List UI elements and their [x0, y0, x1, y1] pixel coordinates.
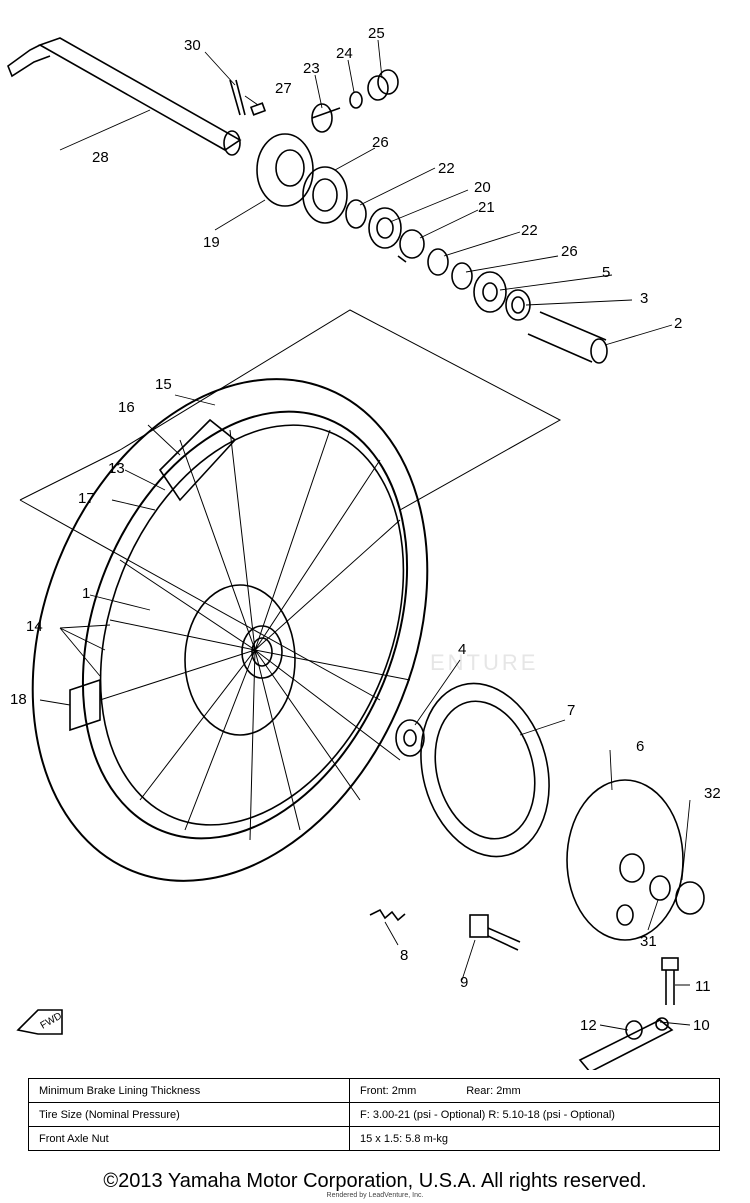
cotter-pin-part	[229, 79, 246, 116]
washer-30-part	[649, 875, 671, 901]
callout-2: 2	[674, 315, 683, 332]
oil-seal-part	[302, 166, 348, 224]
callout-22-top: 22	[438, 160, 455, 177]
nut-part	[675, 881, 705, 915]
callout-10: 10	[693, 1017, 710, 1034]
bushing-part	[367, 69, 399, 101]
spokes-part	[99, 429, 411, 841]
callout-21: 21	[478, 199, 495, 216]
lining-front: Front: 2mm	[360, 1084, 417, 1097]
callout-13: 13	[108, 460, 125, 477]
lining-rear: Rear: 2mm	[466, 1084, 521, 1097]
specifications-table: Minimum Brake Lining Thickness Front: 2m…	[28, 1078, 720, 1151]
bolt-part	[661, 957, 679, 1005]
lining-label: Minimum Brake Lining Thickness	[28, 1078, 350, 1103]
meter-housing-part	[256, 133, 314, 207]
bearing-5-part	[473, 271, 507, 313]
circlip-part	[451, 262, 473, 290]
callout-3: 3	[640, 290, 649, 307]
callout-12: 12	[580, 1017, 597, 1034]
bearing-4-part	[395, 719, 425, 757]
washer-part	[349, 91, 363, 109]
callout-23: 23	[303, 60, 320, 77]
callout-25: 25	[368, 25, 385, 42]
meter-gear-part	[311, 103, 341, 133]
callout-20: 20	[474, 179, 491, 196]
rim-part	[99, 424, 405, 826]
callout-24: 24	[336, 45, 353, 62]
table-row: Minimum Brake Lining Thickness Front: 2m…	[28, 1078, 720, 1103]
watermark: ENTURE	[430, 650, 539, 675]
brake-shoes-part	[420, 682, 550, 858]
front-wheel-exploded-diagram: FWD	[7, 37, 705, 1070]
tire-label: Tire Size (Nominal Pressure)	[28, 1102, 350, 1127]
axle-value: 15 x 1.5: 5.8 m-kg	[349, 1126, 720, 1151]
callout-7: 7	[567, 702, 576, 719]
callout-32: 30	[184, 37, 201, 54]
callout-11: 11	[695, 978, 711, 995]
callout-26: 26	[561, 243, 578, 260]
clip-part	[397, 229, 425, 263]
spacer-part	[527, 311, 608, 364]
bearing-part	[368, 207, 402, 249]
callout-15: 15	[155, 376, 172, 393]
callout-31: 32	[704, 785, 721, 802]
collar-part	[345, 199, 367, 229]
callout-1: 1	[82, 585, 91, 602]
callout-9: 9	[460, 974, 469, 991]
callout-8: 8	[400, 947, 409, 964]
table-row: Tire Size (Nominal Pressure) F: 3.00-21 …	[28, 1102, 720, 1127]
collar-2-part	[427, 248, 449, 276]
tire-value: F: 3.00-21 (psi - Optional) R: 5.10-18 (…	[349, 1102, 720, 1127]
lining-value: Front: 2mm Rear: 2mm	[349, 1078, 720, 1103]
pin-part	[249, 102, 267, 116]
hub-group-outline	[119, 309, 562, 511]
callout-16: 16	[118, 399, 135, 416]
callout-4: 4	[458, 641, 467, 658]
rendered-by-note: Rendered by LeadVenture, Inc.	[326, 1192, 424, 1199]
callout-14: 14	[26, 618, 43, 635]
callout-27: 26	[372, 134, 389, 151]
table-row: Front Axle Nut 15 x 1.5: 5.8 m-kg	[28, 1126, 720, 1151]
callout-22: 22	[521, 222, 538, 239]
hub-part	[184, 584, 296, 736]
callout-19: 19	[203, 234, 220, 251]
tube-part	[158, 418, 237, 502]
callout-30: 31	[640, 933, 657, 950]
fwd-label: FWD	[39, 1011, 64, 1032]
callout-18: 18	[10, 691, 27, 708]
rim-band-part	[69, 678, 101, 732]
fwd-arrow-icon	[16, 1009, 63, 1035]
spring-part	[369, 908, 406, 922]
callout-29: 28	[92, 149, 109, 166]
callout-17: 17	[78, 490, 95, 507]
axle-part	[7, 37, 242, 156]
copyright-notice: ©2013 Yamaha Motor Corporation, U.S.A. A…	[103, 1170, 647, 1192]
callout-5: 5	[602, 264, 611, 281]
brake-plate-part	[566, 779, 684, 941]
callout-28: 27	[275, 80, 292, 97]
callout-6: 6	[636, 738, 645, 755]
cam-lever-part	[578, 1017, 674, 1070]
tire-part	[31, 378, 429, 882]
cam-part	[469, 914, 521, 951]
axle-label: Front Axle Nut	[28, 1126, 350, 1151]
